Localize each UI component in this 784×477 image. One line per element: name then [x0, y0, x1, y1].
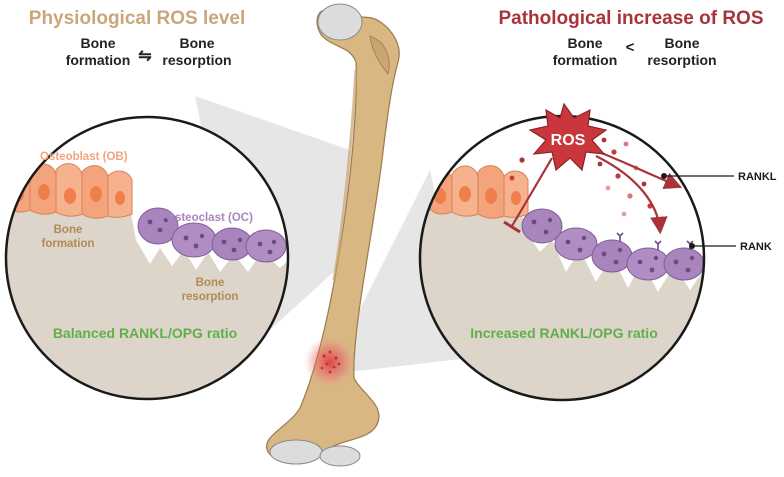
right-panel-title: Pathological increase of ROS — [498, 8, 763, 29]
right-osteoblasts — [427, 165, 529, 219]
left-formation-line1: Bone — [81, 35, 116, 51]
ros-inhibition-line — [511, 157, 553, 227]
left-osteoclasts — [137, 207, 287, 263]
rank-label: RANK — [740, 241, 772, 253]
osteoclast-label: Osteoclast (OC) — [166, 212, 253, 224]
femur-bone — [266, 3, 400, 467]
rank-dot — [689, 243, 695, 249]
left-inner-resorption-line2: resorption — [182, 291, 239, 303]
right-osteoclasts — [521, 208, 704, 281]
left-formation-line2: formation — [66, 52, 131, 68]
ros-arrow-rank — [595, 155, 668, 235]
left-relation-symbol: ⇋ — [138, 48, 151, 65]
ros-label: ROS — [551, 132, 586, 149]
left-ratio-label: Balanced RANKL/OPG ratio — [53, 325, 237, 341]
left-panel-title: Physiological ROS level — [29, 8, 245, 29]
left-inner-formation-line2: formation — [41, 238, 94, 250]
right-formation-line2: formation — [553, 52, 618, 68]
right-relation-symbol: < — [626, 39, 635, 56]
right-resorption-line2: resorption — [647, 52, 716, 68]
rankl-label: RANKL — [738, 171, 777, 183]
rankl-dot — [661, 173, 667, 179]
right-bone-matrix — [420, 200, 704, 400]
left-resorption-line2: resorption — [162, 52, 231, 68]
left-resorption-line1: Bone — [180, 35, 215, 51]
osteoblast-label: Osteoblast (OB) — [40, 151, 128, 163]
left-inner-resorption-line1: Bone — [196, 277, 225, 289]
left-zoom-circle-border — [4, 115, 290, 401]
ros-inhibition-bar — [503, 220, 521, 234]
ros-burst-icon — [528, 102, 608, 172]
left-osteoblasts — [6, 163, 133, 219]
lesion-spots — [320, 350, 341, 374]
right-formation-line1: Bone — [568, 35, 603, 51]
right-ratio-label: Increased RANKL/OPG ratio — [470, 325, 658, 341]
left-inner-formation-line1: Bone — [54, 224, 83, 236]
left-bone-matrix — [6, 200, 288, 399]
lesion-glow — [304, 336, 356, 388]
right-resorption-line1: Bone — [665, 35, 700, 51]
